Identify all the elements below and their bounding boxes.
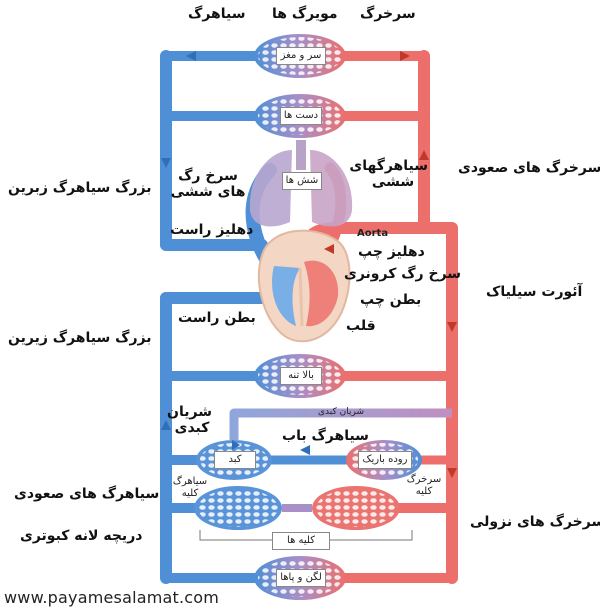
- label-aorta: Aorta: [357, 228, 388, 240]
- capillary-bed-kidney-right: [312, 486, 400, 530]
- label-coronary-artery: سرخ رگ کرونری: [344, 266, 461, 282]
- label-pigeon-valve: دریچه لانه کبوتری: [20, 528, 142, 544]
- box-kidneys: کلیه ها: [272, 532, 330, 550]
- label-left-ventricle: بطن چپ: [360, 292, 421, 308]
- label-superior-vena-cava: بزرگ سیاهرگ زبرین: [8, 180, 151, 196]
- box-intestine: روده باریک: [358, 451, 412, 469]
- label-pulmonary-artery: سرخ رگ های ششی: [168, 168, 248, 200]
- watermark: www.payamesalamat.com: [4, 588, 219, 607]
- label-ascending-veins: سیاهرگ های صعودی: [14, 486, 159, 502]
- label-celiac-aorta: آئورت سیلیاک: [486, 284, 582, 300]
- label-vein-top: سیاهرگ: [188, 6, 246, 22]
- label-inferior-vena-cava: بزرگ سیاهرگ زیرین: [8, 330, 151, 346]
- box-liver: کبد: [214, 451, 256, 469]
- box-lungs: شش ها: [282, 172, 322, 190]
- label-renal-vein: سیاهرگ کلیه: [170, 476, 210, 499]
- label-hepatic-artery: شریان کبدی: [172, 404, 212, 436]
- box-legs: لگن و پاها: [276, 569, 326, 587]
- box-upper-body: بالا تنه: [280, 367, 322, 385]
- label-portal-vein: سیاهرگ باب: [282, 428, 369, 444]
- heart-icon: [259, 231, 350, 342]
- label-capillaries: مویرگ ها: [272, 6, 338, 22]
- label-hepatic-artery-small: شریان کبدی: [318, 407, 364, 417]
- label-right-atrium: دهلیز راست: [170, 222, 253, 238]
- box-head: سر و مغز: [276, 47, 326, 65]
- label-heart: قلب: [346, 318, 376, 334]
- label-pulmonary-veins: سیاهرگهای ششی: [358, 158, 428, 190]
- label-ascending-arteries: سرخرگ های صعودی: [458, 160, 600, 176]
- label-descending-arteries: سرخرگ های نزولی: [470, 514, 600, 530]
- box-arms: دست ها: [280, 107, 322, 125]
- label-left-atrium: دهلیز چپ: [358, 244, 425, 260]
- label-artery-top: سرخرگ: [360, 6, 416, 22]
- label-renal-artery: سرخرگ کلیه: [404, 474, 444, 497]
- label-right-ventricle: بطن راست: [178, 310, 256, 326]
